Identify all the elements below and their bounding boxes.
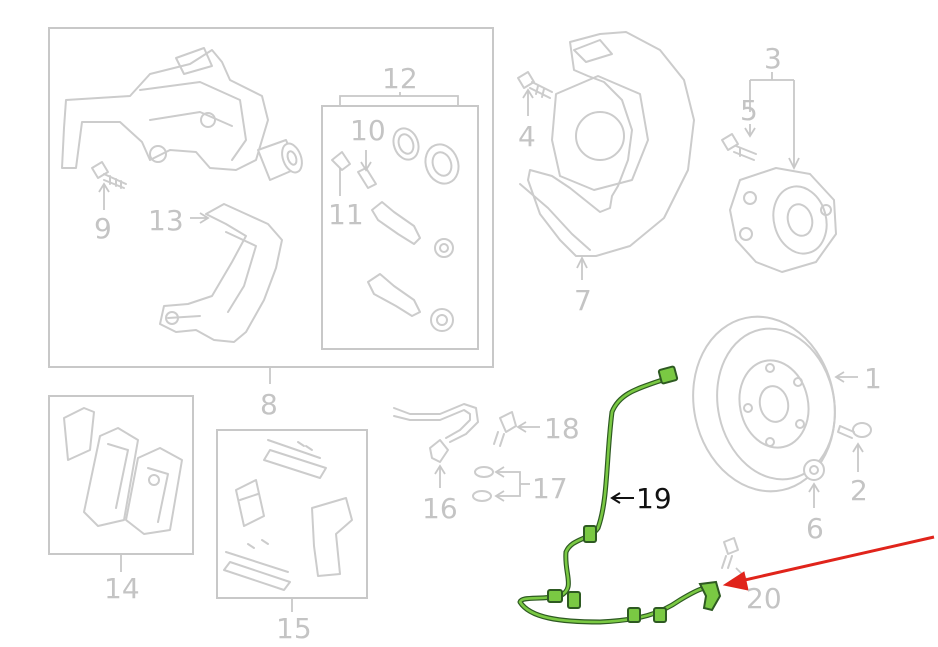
- label-18: 18: [544, 412, 580, 445]
- label-8: 8: [260, 388, 278, 421]
- label-14: 14: [104, 572, 140, 605]
- frame-hardware-kit: [216, 429, 368, 612]
- copper-washers: [472, 466, 530, 502]
- label-20: 20: [746, 582, 782, 615]
- label-12: 12: [382, 62, 418, 95]
- wheel-stud: [837, 422, 872, 472]
- label-6: 6: [806, 512, 824, 545]
- frame-brake-pads: [48, 395, 194, 572]
- label-10: 10: [350, 114, 386, 147]
- frame-caliper-assembly: [48, 27, 494, 368]
- label-16: 16: [422, 492, 458, 525]
- label-9: 9: [94, 212, 112, 245]
- label-3: 3: [764, 42, 782, 75]
- wheel-hub: [729, 72, 837, 273]
- hose-bolt: [493, 411, 540, 447]
- red-pointer-arrow: [722, 535, 935, 591]
- label-4: 4: [518, 120, 536, 153]
- sensor-bolt: [721, 537, 747, 579]
- backing-plate-bolt: [517, 71, 553, 116]
- caliper-piston: [257, 139, 303, 181]
- label-15: 15: [276, 612, 312, 645]
- hub-nut: [803, 459, 825, 508]
- backing-plate: [519, 31, 695, 280]
- brake-rotor: [692, 315, 858, 493]
- label-1: 1: [864, 362, 882, 395]
- brake-hose: [393, 403, 479, 488]
- caliper-mounting-bracket: [159, 203, 283, 343]
- hub-bolt: [721, 124, 757, 161]
- label-11: 11: [328, 198, 364, 231]
- callout-labels: 1 2 3 4 5 6 7 8 9 10 11 12 13 14 15 16 1…: [94, 42, 882, 645]
- label-19: 19: [636, 482, 672, 515]
- caliper-housing: [61, 47, 269, 171]
- leader-19: [610, 492, 634, 504]
- label-17: 17: [532, 472, 568, 505]
- caliper-bolt: [91, 161, 127, 210]
- abs-sensor-wire[interactable]: [517, 365, 722, 625]
- label-7: 7: [574, 284, 592, 317]
- repair-kit-parts: [331, 127, 460, 332]
- label-5: 5: [740, 94, 758, 127]
- label-2: 2: [850, 474, 868, 507]
- label-13: 13: [148, 204, 184, 237]
